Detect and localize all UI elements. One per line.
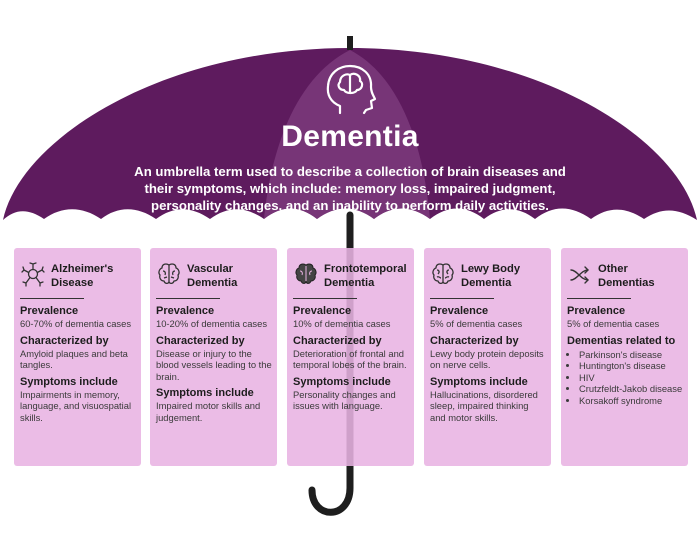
- prevalence-label: Prevalence: [567, 305, 626, 317]
- related-label: Dementias related to: [567, 334, 676, 347]
- divider: [156, 298, 220, 299]
- symptoms-value: Personality changes and issues with lang…: [293, 388, 396, 412]
- prevalence-value: 60-70% of dementia cases: [20, 318, 132, 329]
- umbrella-tip: [347, 36, 353, 50]
- prevalence-value: 10% of dementia cases: [293, 318, 391, 329]
- characterized-value: Amyloid plaques and beta tangles.: [20, 347, 128, 371]
- prevalence-value: 10-20% of dementia cases: [156, 318, 268, 329]
- symptoms-label: Symptoms include: [430, 375, 528, 388]
- shuffle-arrows-icon: [570, 266, 589, 284]
- list-item: Parkinson's disease: [579, 349, 683, 361]
- brain-filled-icon: [295, 263, 317, 284]
- card-other-dementias: Other Dementias Prevalence 5% of dementi…: [561, 248, 688, 466]
- related-list: Parkinson's disease Huntington's disease…: [567, 349, 683, 407]
- characterized-value: Disease or injury to the blood vessels l…: [156, 347, 272, 382]
- characterized-label: Characterized by: [293, 334, 382, 347]
- list-item: Crutzfeldt-Jakob disease: [579, 383, 683, 395]
- prevalence-value: 5% of dementia cases: [430, 318, 523, 329]
- card-title: Alzheimer's Disease: [51, 263, 114, 289]
- divider: [430, 298, 494, 299]
- page-title: Dementia: [281, 120, 419, 153]
- characterized-value: Lewy body protein deposits on nerve cell…: [430, 347, 544, 371]
- symptoms-label: Symptoms include: [293, 375, 391, 388]
- umbrella-highlight: [264, 50, 430, 219]
- card-title: Vascular Dementia: [187, 263, 238, 289]
- umbrella-shaft-handle: [308, 211, 354, 516]
- prevalence-label: Prevalence: [293, 305, 352, 317]
- characterized-label: Characterized by: [430, 334, 519, 347]
- card-title: Other Dementias: [598, 263, 655, 289]
- prevalence-value: 5% of dementia cases: [567, 318, 660, 329]
- characterized-label: Characterized by: [20, 334, 109, 347]
- divider: [293, 298, 357, 299]
- brain-outline-icon: [158, 263, 180, 285]
- prevalence-label: Prevalence: [20, 305, 79, 317]
- symptoms-label: Symptoms include: [156, 387, 254, 400]
- card-lewy-body: Lewy Body Dementia Prevalence 5% of deme…: [424, 248, 551, 466]
- prevalence-label: Prevalence: [156, 305, 215, 317]
- card-frontotemporal: Frontotemporal Dementia Prevalence 10% o…: [287, 248, 414, 466]
- characterized-label: Characterized by: [156, 334, 245, 347]
- divider: [20, 298, 84, 299]
- card-title: Lewy Body Dementia: [461, 263, 521, 289]
- head-brain-icon: [326, 64, 377, 115]
- card-vascular: Vascular Dementia Prevalence 10-20% of d…: [150, 248, 277, 466]
- divider: [567, 298, 631, 299]
- symptoms-label: Symptoms include: [20, 375, 118, 388]
- list-item: Korsakoff syndrome: [579, 395, 683, 407]
- characterized-value: Deterioration of frontal and temporal lo…: [293, 347, 407, 371]
- symptoms-value: Impaired motor skills and judgement.: [156, 400, 261, 423]
- page-subtitle: An umbrella term used to describe a coll…: [134, 164, 566, 213]
- prevalence-label: Prevalence: [430, 305, 489, 317]
- list-item: HIV: [579, 372, 683, 384]
- card-alzheimers: Alzheimer's Disease Prevalence 60-70% of…: [14, 248, 141, 466]
- symptoms-value: Impairments in memory, language, and vis…: [20, 388, 132, 423]
- symptoms-value: Hallucinations, disordered sleep, impair…: [430, 388, 538, 423]
- card-title: Frontotemporal Dementia: [324, 263, 407, 289]
- brain-outline-icon: [432, 263, 454, 285]
- list-item: Huntington's disease: [579, 360, 683, 372]
- neuron-icon: [21, 262, 45, 287]
